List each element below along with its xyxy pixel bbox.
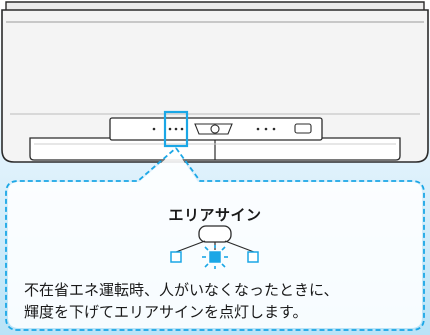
highlight-box-icon xyxy=(163,110,189,148)
callout-outline xyxy=(5,147,425,331)
area-sign-indicator-icon xyxy=(170,225,259,269)
callout-description-line-2: 輝度を下げてエリアサインを点灯します。 xyxy=(24,303,308,321)
air-conditioner-unit-icon xyxy=(1,1,429,163)
callout-title: エリアサイン xyxy=(168,206,262,224)
callout-description-line-1: 不在省エネ運転時、人がいなくなったときに、 xyxy=(24,281,339,299)
